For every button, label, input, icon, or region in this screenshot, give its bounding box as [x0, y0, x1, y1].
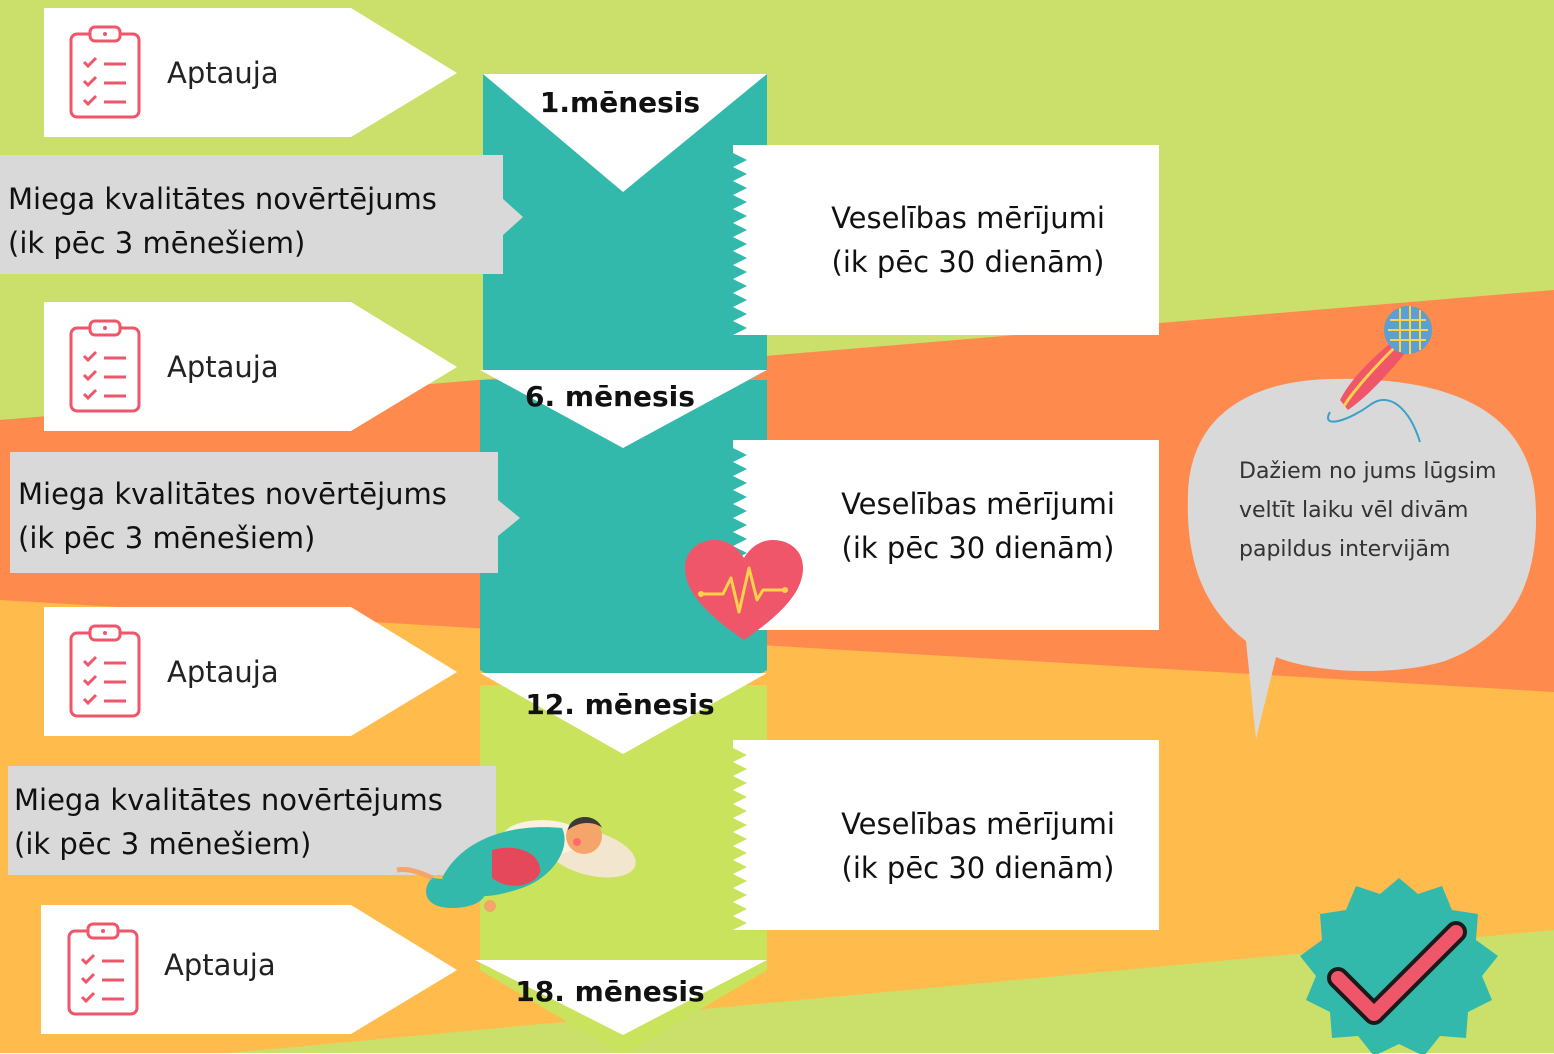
- microphone-icon: [1327, 306, 1432, 443]
- survey-step-1: Aptauja: [44, 8, 459, 138]
- health-measurements-3: Veselības mērījumi (ik pēc 30 dienām): [733, 740, 1159, 930]
- survey-label: Aptauja: [164, 948, 276, 982]
- month-12-label: 12. mēnesis: [525, 688, 715, 721]
- survey-step-4: Aptauja: [41, 905, 459, 1035]
- sleeping-person-illustration: [396, 816, 636, 912]
- checkmark-badge-icon: [1300, 878, 1498, 1054]
- sleep-text-line1: Miega kvalitātes novērtējums: [8, 182, 437, 216]
- health-text-line1: Veselības mērījumi: [841, 807, 1115, 841]
- month-6-label: 6. mēnesis: [525, 380, 695, 413]
- month-1-label: 1.mēnesis: [539, 86, 701, 119]
- speech-bubble: [1187, 378, 1537, 739]
- sleep-assessment-2: Miega kvalitātes novērtējums (ik pēc 3 m…: [10, 452, 522, 574]
- survey-step-2: Aptauja: [44, 302, 459, 432]
- health-text-line2: (ik pēc 30 dienām): [841, 851, 1115, 885]
- sleep-assessment-3: Miega kvalitātes novērtējums (ik pēc 3 m…: [8, 766, 498, 876]
- sleep-assessment-1: Miega kvalitātes novērtējums (ik pēc 3 m…: [0, 155, 525, 275]
- bubble-text-line3: papildus intervijām: [1239, 537, 1451, 562]
- sleep-text-line2: (ik pēc 3 mēnešiem): [18, 521, 316, 555]
- clipboard-checklist-icon: [69, 319, 141, 413]
- clipboard-checklist-icon: [69, 25, 141, 119]
- clipboard-checklist-icon: [67, 922, 139, 1016]
- sleep-text-line2: (ik pēc 3 mēnešiem): [8, 226, 306, 260]
- survey-label: Aptauja: [167, 350, 279, 384]
- sleep-text-line1: Miega kvalitātes novērtējums: [18, 477, 447, 511]
- bubble-text-line1: Dažiem no jums lūgsim: [1239, 459, 1497, 484]
- bubble-text-line2: veltīt laiku vēl divām: [1239, 498, 1469, 523]
- sleep-text-line1: Miega kvalitātes novērtējums: [14, 783, 443, 817]
- survey-label: Aptauja: [167, 56, 279, 90]
- sleep-text-line2: (ik pēc 3 mēnešiem): [14, 827, 312, 861]
- health-text-line2: (ik pēc 30 dienām): [841, 531, 1115, 565]
- survey-step-3: Aptauja: [44, 607, 459, 737]
- health-measurements-2: Veselības mērījumi (ik pēc 30 dienām): [733, 440, 1159, 630]
- health-text-line1: Veselības mērījumi: [841, 487, 1115, 521]
- month-18-label: 18. mēnesis: [515, 975, 705, 1008]
- survey-label: Aptauja: [167, 655, 279, 689]
- health-measurements-1: Veselības mērījumi (ik pēc 30 dienām): [733, 145, 1159, 335]
- clipboard-checklist-icon: [69, 624, 141, 718]
- heartbeat-icon: [685, 540, 803, 640]
- health-text-line2: (ik pēc 30 dienām): [831, 245, 1105, 279]
- health-text-line1: Veselības mērījumi: [831, 201, 1105, 235]
